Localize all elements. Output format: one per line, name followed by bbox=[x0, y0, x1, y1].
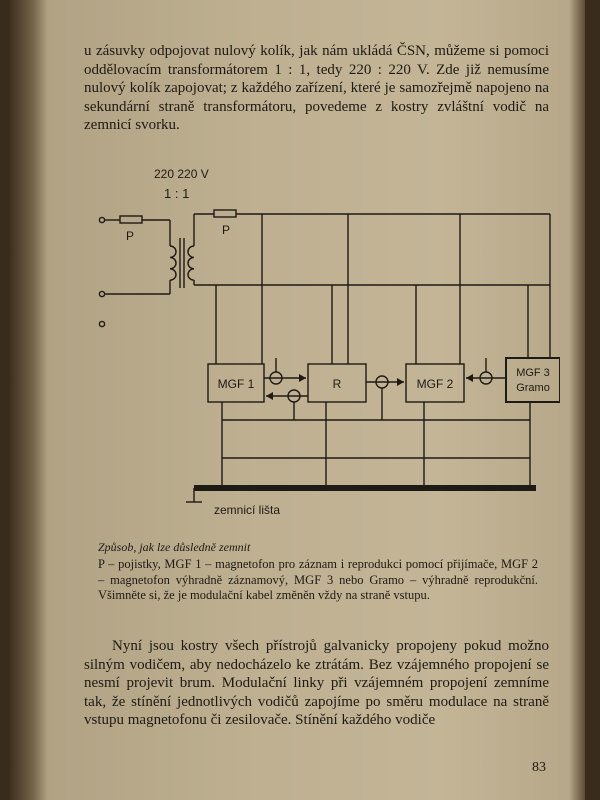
page-edge-shadow bbox=[569, 0, 585, 800]
arrow-into-r bbox=[299, 374, 306, 382]
paragraph-top: u zásuvky odpojovat nulový kolík, jak ná… bbox=[84, 42, 549, 135]
book-page: u zásuvky odpojovat nulový kolík, jak ná… bbox=[10, 0, 585, 800]
arrow-into-mgf2-right bbox=[466, 374, 473, 382]
fuse-left-label: P bbox=[126, 229, 134, 243]
box-mgf2 bbox=[405, 363, 465, 403]
ground-bar bbox=[194, 485, 536, 491]
fuse-right-label: P bbox=[222, 223, 230, 237]
box-mgf3-label-1: MGF 3 bbox=[516, 367, 550, 379]
arrow-into-mgf1 bbox=[266, 392, 273, 400]
grounding-circuit-diagram: 220 220 V 1 : 1 P P MGF 1 R MGF 2 MGF 3 … bbox=[98, 167, 560, 517]
box-mgf2-label: MGF 2 bbox=[417, 377, 454, 391]
box-r-label: R bbox=[333, 377, 342, 391]
fuse-left bbox=[119, 215, 143, 224]
box-mgf3-label-2: Gramo bbox=[516, 382, 550, 394]
caption-text: P – pojistky, MGF 1 – magnetofon pro záz… bbox=[98, 557, 538, 602]
paragraph-bottom: Nyní jsou kostry všech přístrojů galvani… bbox=[84, 637, 549, 730]
transformer-primary-coil bbox=[169, 245, 177, 281]
arrow-into-mgf2-left bbox=[397, 378, 404, 386]
paragraph-bottom-text: Nyní jsou kostry všech přístrojů galvani… bbox=[84, 638, 549, 729]
ratio-label: 1 : 1 bbox=[164, 186, 189, 201]
paragraph-top-text: u zásuvky odpojovat nulový kolík, jak ná… bbox=[84, 43, 549, 134]
input-terminal-top bbox=[98, 216, 106, 224]
box-mgf1 bbox=[207, 363, 265, 403]
fuse-right bbox=[213, 209, 237, 218]
transformer-secondary-coil bbox=[187, 245, 195, 281]
input-terminal-middle bbox=[98, 290, 106, 298]
caption-title: Způsob, jak lze důsledně zemnit bbox=[98, 540, 251, 554]
voltage-label: 220 220 V bbox=[154, 167, 209, 181]
page-number: 83 bbox=[532, 760, 546, 775]
box-mgf3 bbox=[505, 357, 560, 403]
book-binding bbox=[10, 0, 48, 800]
box-r bbox=[307, 363, 367, 403]
ground-label: zemnicí lišta bbox=[214, 503, 280, 517]
input-terminal-bottom bbox=[98, 320, 106, 328]
box-mgf1-label: MGF 1 bbox=[218, 377, 255, 391]
